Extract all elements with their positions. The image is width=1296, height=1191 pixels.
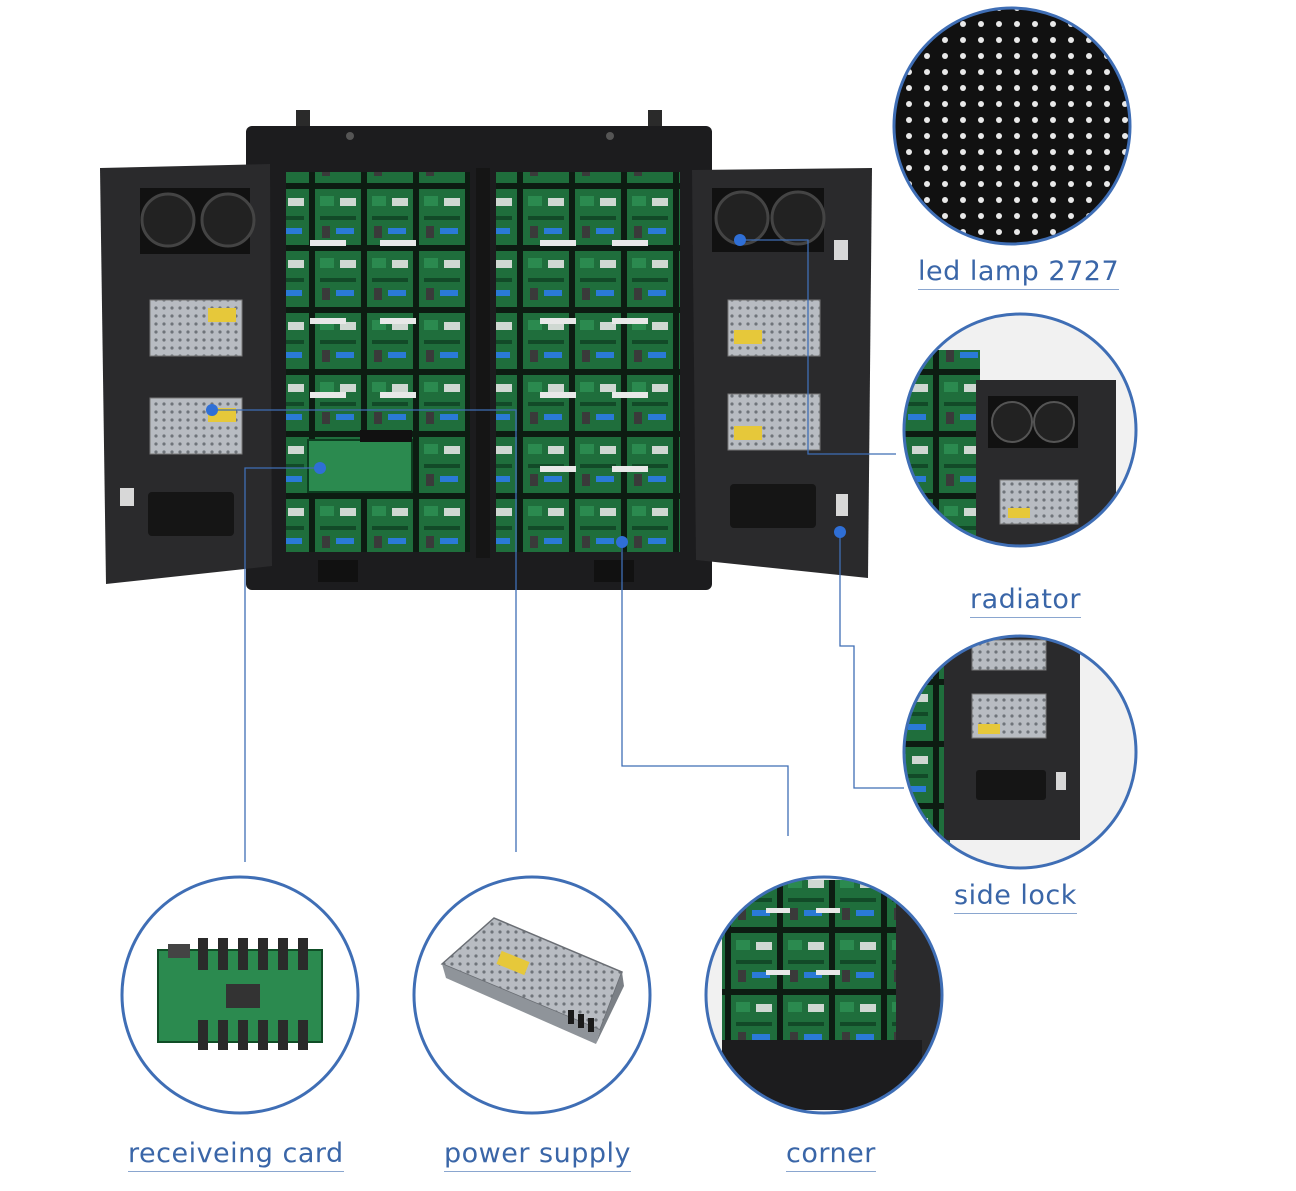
label-radiator: radiator [970,584,1082,619]
leader-lines [212,239,904,862]
right-door [692,168,872,578]
corner-detail [704,875,944,1115]
label-corner: corner [786,1138,876,1173]
module-grid-right [496,172,680,552]
label-side-lock: side lock [954,880,1077,915]
left-door [100,164,272,584]
callout-dots [206,234,846,548]
label-led-lamp: led lamp 2727 [918,256,1120,291]
label-receiving-card: receiveing card [128,1138,344,1173]
receiving-card-detail [120,875,360,1115]
radiator-detail [902,312,1138,548]
led-lamp-detail [892,6,1132,246]
power-supply-detail [412,875,652,1115]
label-power-supply: power supply [444,1138,631,1173]
side-lock-detail [902,634,1138,870]
led-cabinet [246,110,712,590]
module-grid-left [286,172,470,552]
